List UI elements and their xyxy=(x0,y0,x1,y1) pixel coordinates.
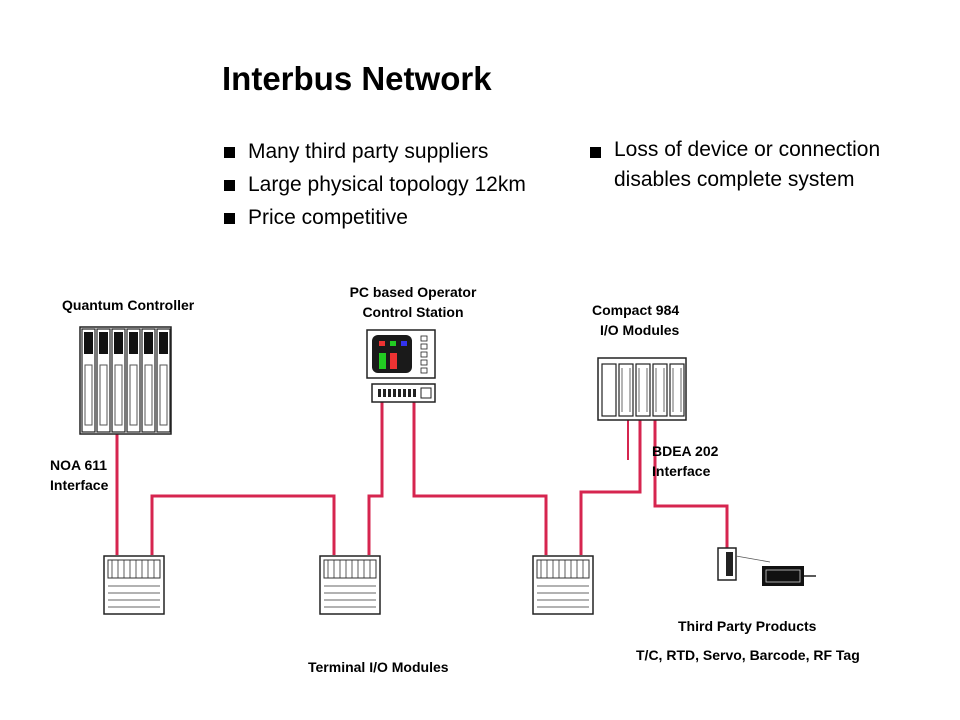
third-party-sensor xyxy=(717,547,771,581)
bullet-list-advantages: Many third party suppliers Large physica… xyxy=(222,135,526,234)
bullet-item: Large physical topology 12km xyxy=(222,168,526,201)
quantum-controller-rack xyxy=(79,326,172,435)
pc-operator-station xyxy=(366,329,436,403)
third-party-servo-motor xyxy=(762,566,816,586)
noa-611-label: NOA 611 Interface xyxy=(50,457,109,493)
terminal-io-label: Terminal I/O Modules xyxy=(308,659,449,675)
pc-station-label: PC based Operator Control Station xyxy=(349,284,477,320)
quantum-controller-label: Quantum Controller xyxy=(62,297,195,313)
third-party-types-label: T/C, RTD, Servo, Barcode, RF Tag xyxy=(636,647,860,663)
bullet-list-disadvantages: Loss of device or connection disables co… xyxy=(588,135,934,195)
bullet-item: Price competitive xyxy=(222,201,526,234)
terminal-io-module-2 xyxy=(319,555,381,615)
bullet-item: Many third party suppliers xyxy=(222,135,526,168)
bullet-square-icon xyxy=(590,147,601,158)
terminal-io-module-1 xyxy=(103,555,165,615)
interbus-cable xyxy=(115,400,729,555)
terminal-io-module-3 xyxy=(532,555,594,615)
bullet-square-icon xyxy=(224,180,235,191)
page-title: Interbus Network xyxy=(222,60,492,97)
bullet-square-icon xyxy=(224,213,235,224)
third-party-label: Third Party Products xyxy=(678,618,817,634)
bullet-square-icon xyxy=(224,147,235,158)
bullet-item: Loss of device or connection disables co… xyxy=(588,135,934,195)
bdea-202-label: BDEA 202 Interface xyxy=(652,443,719,479)
compact-984-label: Compact 984 I/O Modules xyxy=(592,302,680,338)
compact-984-rack xyxy=(597,357,687,421)
